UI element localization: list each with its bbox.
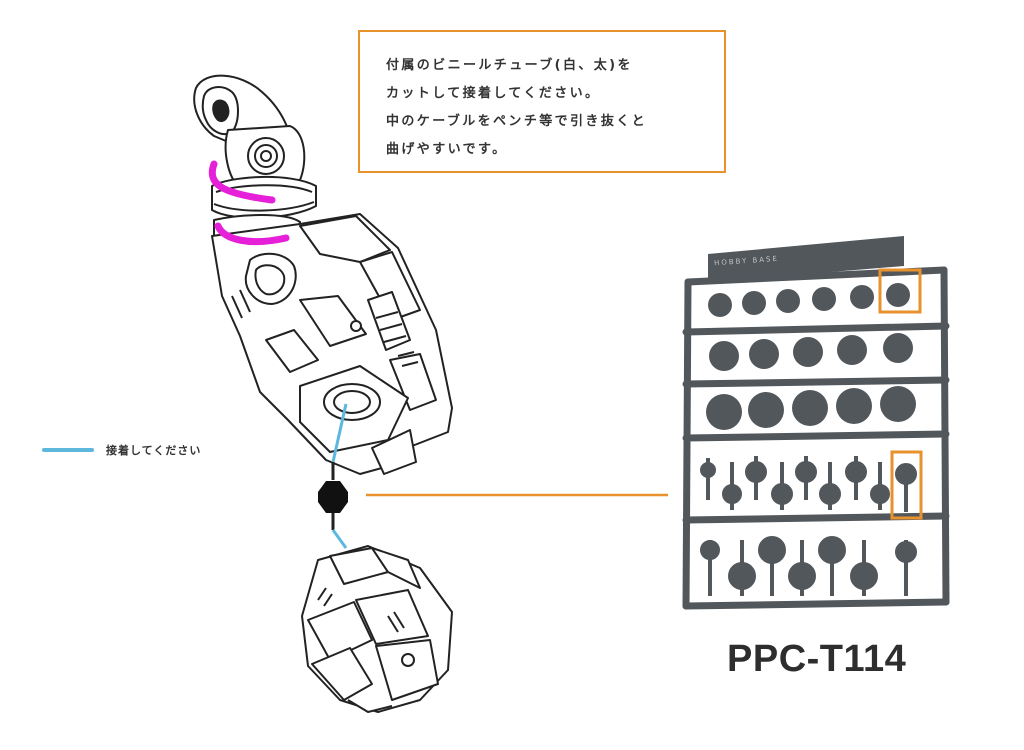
shoulder-joint-illustration: [193, 74, 453, 475]
instruction-line-4: 曲げやすいです。: [386, 142, 508, 157]
glue-legend-swatch: [42, 448, 94, 452]
runner-row-small-caps: [708, 283, 910, 317]
instruction-line-2: カットして接着してください。: [386, 86, 601, 101]
instruction-callout-box: 付属のビニールチューブ(白、太)を カットして接着してください。 中のケーブルを…: [358, 30, 726, 173]
runner-row-ball-joints-a: [700, 456, 917, 512]
runner-row-large-caps: [706, 386, 916, 430]
runner-row-medium-caps: [709, 333, 913, 371]
highlight-box-joint-part: [890, 450, 923, 520]
vinyl-tube-marks: [208, 160, 290, 246]
connector-assembly: [318, 403, 668, 549]
instruction-line-1: 付属のビニールチューブ(白、太)を: [386, 58, 633, 73]
runner-row-ball-joints-b: [700, 536, 917, 596]
forearm-illustration: [301, 545, 453, 713]
highlight-box-cap-part: [878, 268, 922, 314]
instruction-line-3: 中のケーブルをペンチ等で引き抜くと: [386, 114, 648, 129]
parts-runner-ppc-t114: [682, 236, 950, 610]
glue-legend-label: 接着してください: [106, 444, 202, 457]
joint-connector-piece: [318, 481, 348, 513]
product-code-label: PPC-T114: [727, 638, 907, 680]
